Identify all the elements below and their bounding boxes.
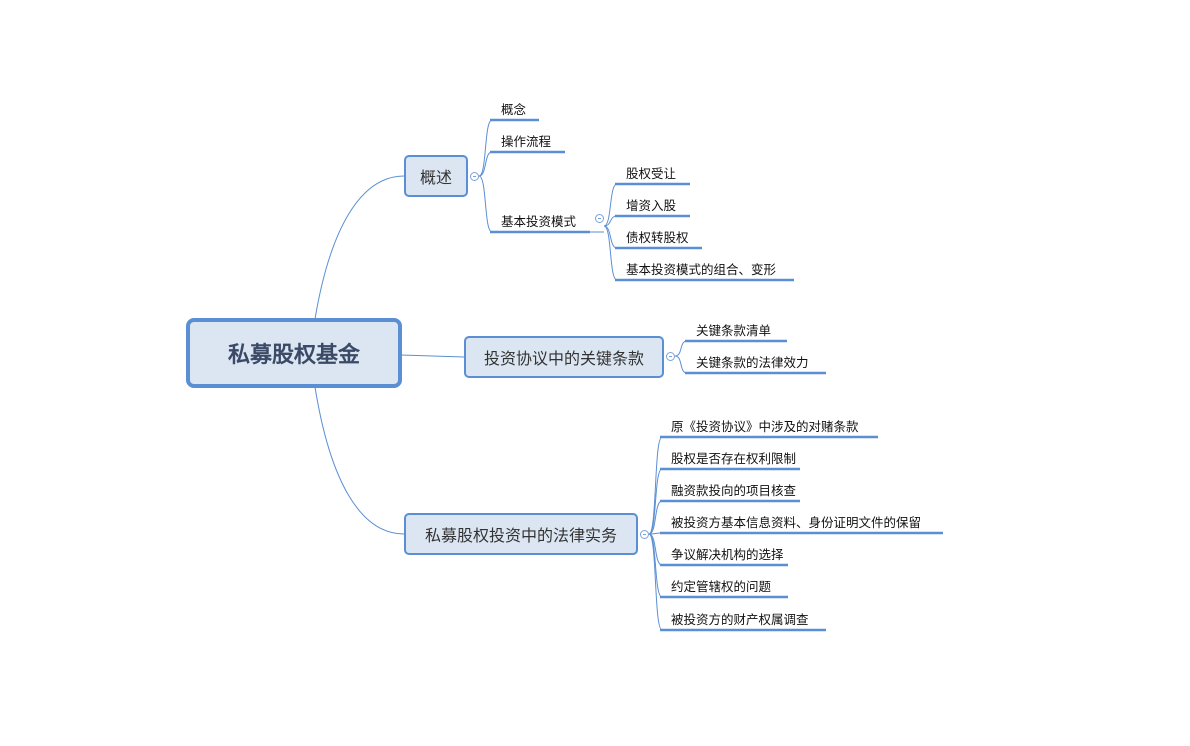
connector bbox=[314, 175, 405, 320]
connector bbox=[603, 225, 618, 281]
leaf-topic[interactable]: 原《投资协议》中涉及的对赌条款 bbox=[671, 419, 859, 434]
root-topic[interactable]: 私募股权基金 bbox=[186, 318, 402, 388]
leaf-topic[interactable]: 增资入股 bbox=[626, 198, 677, 213]
leaf-topic[interactable]: 争议解决机构的选择 bbox=[671, 547, 784, 562]
topic-key-clauses[interactable]: 投资协议中的关键条款 bbox=[464, 336, 664, 378]
connector bbox=[314, 386, 405, 535]
leaf-topic[interactable]: 被投资方基本信息资料、身份证明文件的保留 bbox=[671, 515, 922, 530]
leaf-topic[interactable]: 债权转股权 bbox=[626, 230, 689, 245]
collapse-overview-icon[interactable] bbox=[469, 171, 479, 181]
leaf-topic[interactable]: 股权是否存在权利限制 bbox=[671, 451, 797, 466]
connector bbox=[603, 225, 618, 249]
connector bbox=[478, 119, 493, 177]
connector bbox=[478, 175, 493, 233]
leaf-topic[interactable]: 被投资方的财产权属调查 bbox=[671, 612, 809, 627]
topic-legal-practice[interactable]: 私募股权投资中的法律实务 bbox=[404, 513, 638, 555]
connector bbox=[603, 183, 618, 227]
collapse-legal-practice-icon[interactable] bbox=[639, 529, 649, 539]
leaf-topic[interactable]: 关键条款的法律效力 bbox=[696, 355, 809, 370]
connector bbox=[400, 354, 465, 358]
leaf-topic[interactable]: 基本投资模式的组合、变形 bbox=[626, 262, 777, 277]
connector bbox=[478, 151, 493, 177]
leaf-topic[interactable]: 融资款投向的项目核查 bbox=[671, 483, 797, 498]
connector bbox=[648, 468, 663, 535]
leaf-topic[interactable]: 基本投资模式 bbox=[501, 214, 577, 229]
connector bbox=[674, 340, 688, 357]
leaf-topic[interactable]: 约定管辖权的问题 bbox=[671, 579, 772, 594]
topic-overview[interactable]: 概述 bbox=[404, 155, 468, 197]
leaf-topic[interactable]: 股权受让 bbox=[626, 166, 677, 181]
leaf-topic[interactable]: 操作流程 bbox=[501, 134, 552, 149]
connector bbox=[674, 355, 688, 374]
collapse-key-clauses-icon[interactable] bbox=[665, 351, 675, 361]
leaf-topic[interactable]: 关键条款清单 bbox=[696, 323, 772, 338]
collapse-investment-modes-icon[interactable] bbox=[594, 213, 604, 223]
leaf-topic[interactable]: 概念 bbox=[501, 102, 527, 117]
connector bbox=[648, 533, 663, 631]
